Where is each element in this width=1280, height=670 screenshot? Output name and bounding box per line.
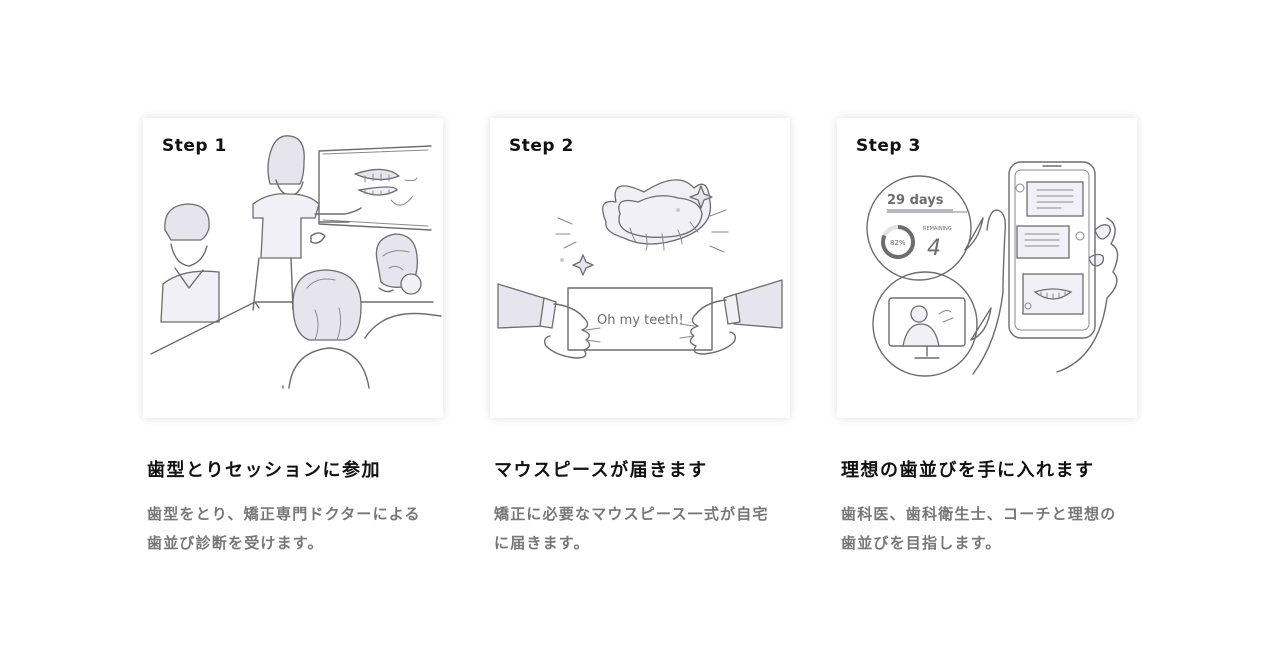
description-line: 歯並びを目指します。 (841, 534, 1002, 552)
step-label: Step 2 (509, 136, 574, 156)
step-2-card: Oh my teeth! Step 2 (490, 118, 790, 418)
description-line: に届きます。 (494, 534, 590, 552)
step-2: Oh my teeth! Step 2 マウスピースが届きます 矯正に必要なマウ… (490, 118, 790, 558)
step-1-card: Step 1 (143, 118, 443, 418)
app-days: 29 days (887, 193, 944, 208)
app-illustration: 29 days 82% REMAINING 4 (866, 161, 1119, 377)
step-label: Step 1 (162, 136, 227, 156)
step-description: 歯科医、歯科衛生士、コーチと理想の 歯並びを目指します。 (841, 500, 1141, 558)
step-label: Step 3 (856, 136, 921, 156)
days-progress (887, 209, 953, 213)
step-3-card: 29 days 82% REMAINING 4 Step 3 (837, 118, 1137, 418)
step-title: マウスピースが届きます (494, 460, 708, 481)
description-line: 歯科医、歯科衛生士、コーチと理想の (841, 505, 1117, 523)
remaining-label: REMAINING (923, 226, 952, 232)
description-line: 歯型をとり、矯正専門ドクターによる (147, 505, 421, 523)
step-title: 理想の歯並びを手に入れます (841, 460, 1095, 481)
delivery-illustration: Oh my teeth! (497, 179, 783, 359)
session-illustration (150, 135, 442, 389)
percent-ring (881, 225, 915, 259)
step-1: Step 1 歯型とりセッションに参加 歯型をとり、矯正専門ドクターによる 歯並… (143, 118, 443, 558)
description-line: 矯正に必要なマウスピース一式が自宅 (494, 505, 769, 523)
description-line: 歯並び診断を受けます。 (147, 534, 324, 552)
steps-section: Step 1 歯型とりセッションに参加 歯型をとり、矯正専門ドクターによる 歯並… (143, 118, 1137, 558)
step-description: 歯型をとり、矯正専門ドクターによる 歯並び診断を受けます。 (147, 500, 447, 558)
step-3: 29 days 82% REMAINING 4 Step 3 理想の歯並びを手に… (837, 118, 1137, 558)
box-text: Oh my teeth! (597, 313, 684, 328)
step-title: 歯型とりセッションに参加 (147, 460, 381, 481)
remaining-value: 4 (927, 236, 941, 261)
step-description: 矯正に必要なマウスピース一式が自宅 に届きます。 (494, 500, 794, 558)
app-percent: 82% (890, 239, 906, 247)
